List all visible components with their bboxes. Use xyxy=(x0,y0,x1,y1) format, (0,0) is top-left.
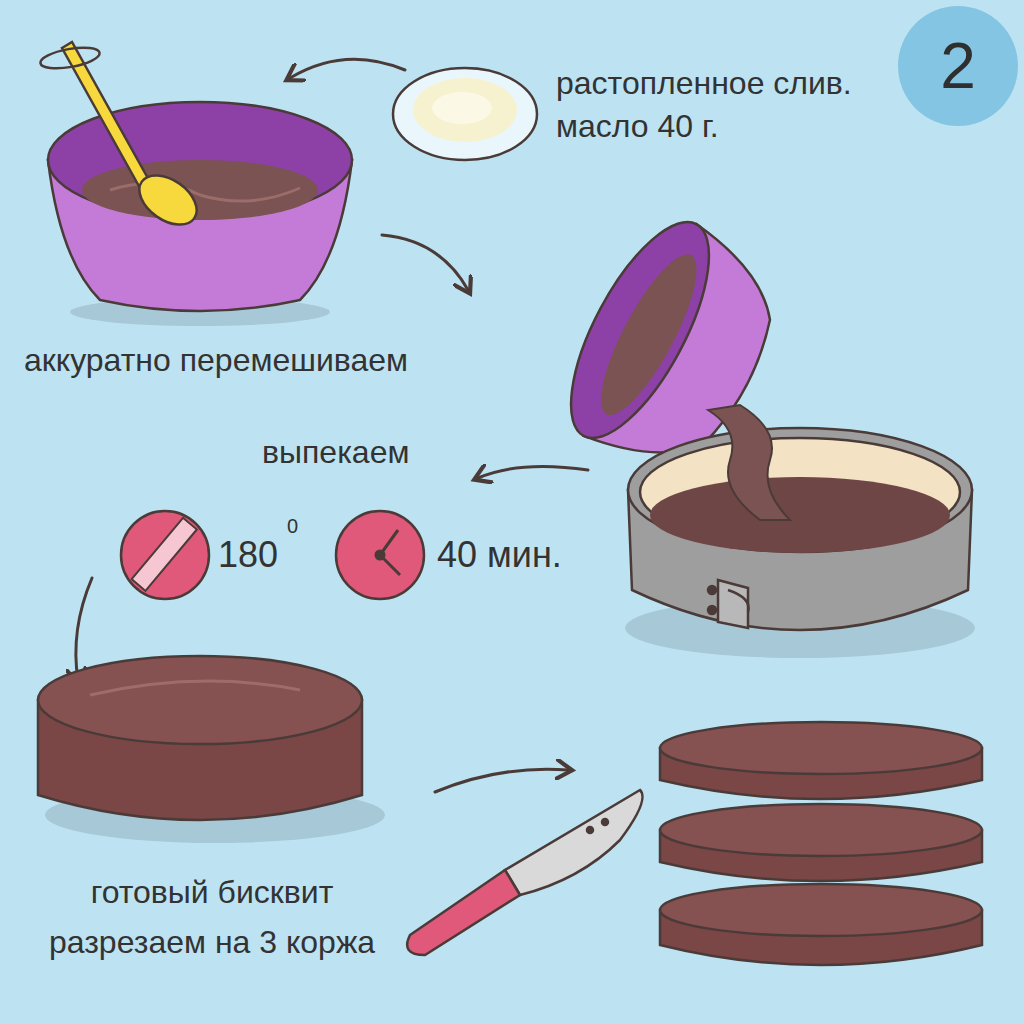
step-number-circle: 2 xyxy=(898,6,1018,126)
timer-icon xyxy=(336,511,424,599)
time-value: 40 мин. xyxy=(437,533,562,576)
mixing-bowl xyxy=(48,102,352,326)
cake-layers xyxy=(660,722,982,965)
step-instruction: готовый бисквит разрезаем на 3 коржа xyxy=(22,868,402,967)
step-instruction: выпекаем xyxy=(262,432,409,474)
butter-dish xyxy=(393,68,537,160)
temperature-value: 180 xyxy=(218,533,278,576)
spoon xyxy=(39,42,206,235)
springform-pan xyxy=(625,428,975,658)
knife xyxy=(407,790,642,955)
temperature-icon xyxy=(121,511,209,599)
step-number: 2 xyxy=(940,34,976,98)
sponge-cake xyxy=(38,656,385,843)
degree-mark: 0 xyxy=(287,514,298,538)
batter-stream xyxy=(708,405,790,520)
step-instruction: аккуратно перемешиваем xyxy=(24,340,408,382)
ingredient-note: растопленное слив. масло 40 г. xyxy=(556,62,896,148)
